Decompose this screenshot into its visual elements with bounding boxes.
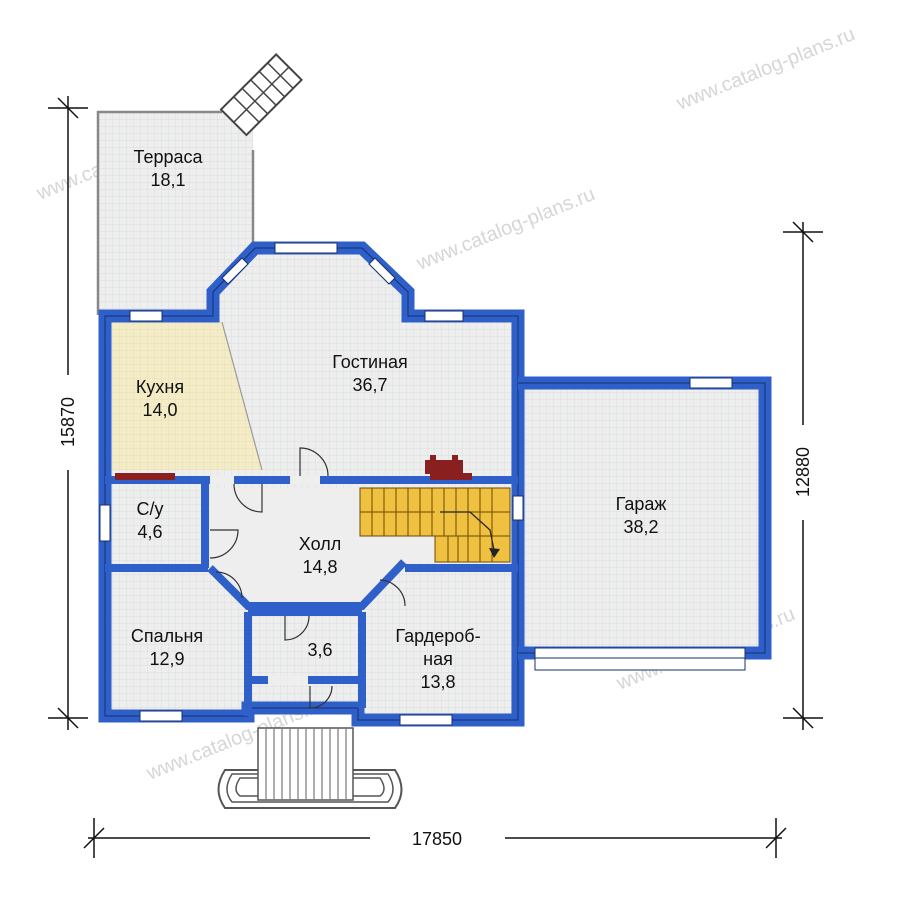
dimension-left-height — [48, 96, 88, 730]
living-name: Гостиная — [332, 352, 408, 372]
fireplace — [425, 455, 463, 474]
entrance-steps — [217, 727, 403, 809]
terrace-area: 18,1 — [150, 170, 185, 190]
interior-walls — [105, 476, 518, 716]
width-dimension-label: 17850 — [412, 829, 462, 849]
wc-name: С/у — [137, 499, 164, 519]
garage-floor — [518, 383, 765, 653]
terrace-name: Терраса — [133, 147, 203, 167]
bedroom-name: Спальня — [131, 626, 203, 646]
window — [368, 257, 396, 285]
doors — [209, 447, 406, 709]
terrace-stair — [219, 52, 304, 137]
left-height-dimension-label: 15870 — [58, 397, 78, 447]
room-labels: Терраса 18,1 Гостиная 36,7 Кухня 14,0 Га… — [131, 147, 667, 692]
watermark-text: www.catalog-plans.ru — [413, 183, 598, 275]
hall-area: 14,8 — [302, 557, 337, 577]
garage-door — [534, 647, 746, 671]
dimension-width — [83, 818, 787, 858]
living-area: 36,7 — [352, 375, 387, 395]
wardrobe-name-line2: ная — [423, 649, 453, 669]
right-height-dimension-label: 12880 — [793, 447, 813, 497]
windows — [99, 242, 733, 726]
wardrobe-name-line1: Гардероб- — [395, 626, 480, 646]
window — [99, 504, 111, 542]
dimension-right-height — [783, 221, 823, 730]
window — [129, 310, 163, 322]
bedroom-area: 12,9 — [149, 649, 184, 669]
kitchen-floor — [112, 322, 262, 470]
garage-name: Гараж — [616, 494, 667, 514]
window — [512, 495, 524, 521]
window — [399, 714, 453, 726]
kitchen-counter — [115, 473, 472, 480]
wc-area: 4,6 — [137, 522, 162, 542]
kitchen-area: 14,0 — [142, 400, 177, 420]
staircase — [359, 487, 511, 563]
terrace-railing — [96, 110, 222, 315]
kitchen-name: Кухня — [136, 377, 184, 397]
window — [424, 310, 464, 322]
hall-floor — [210, 488, 510, 606]
vestibule-area: 3,6 — [307, 640, 332, 660]
wardrobe-area: 13,8 — [420, 672, 455, 692]
window — [221, 257, 249, 285]
garage-area: 38,2 — [623, 517, 658, 537]
window — [274, 242, 338, 254]
hall-name: Холл — [299, 534, 341, 554]
window — [689, 377, 733, 389]
window — [139, 710, 183, 722]
watermark-text: www.catalog-plans.ru — [673, 23, 858, 115]
